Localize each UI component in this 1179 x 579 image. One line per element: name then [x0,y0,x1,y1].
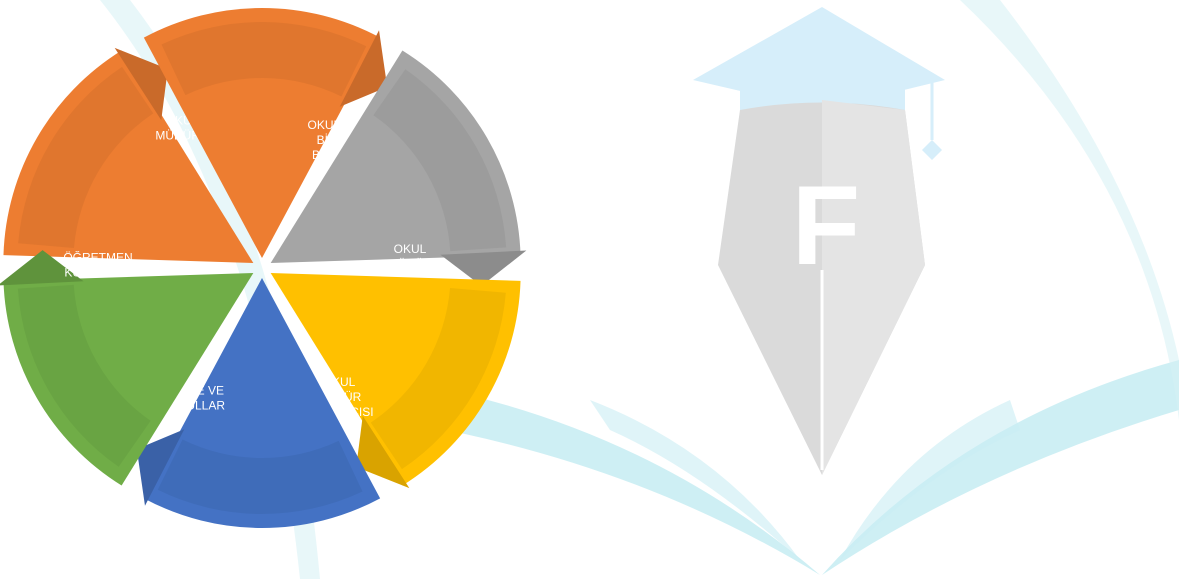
cycle-segment-2: OKUL AİLEBİRLİĞİBAŞKANI [143,7,388,258]
cycle-arrowhead [440,250,527,286]
cycle-segment-arc [373,69,507,252]
cycle-arrowhead [0,250,84,286]
watermark-letter: F [792,163,860,288]
fountain-pen-nib-icon: F [718,100,925,475]
cycle-segment-arc [157,439,363,514]
cycle-segment-arc [17,284,151,467]
cycle-arrowhead [136,429,185,506]
cycle-segment-label-line: MÜDÜR [388,257,433,271]
cycle-segment-label-line: MÜDÜR [317,390,362,404]
cycle-segment-label-line: OKUL AİLE [308,118,369,132]
cycle-segment-label-line: OKUL [323,375,356,389]
cycle-segment-arc [161,22,367,97]
cycle-segment-label-line: KURULLARI [64,266,131,280]
cycle-segment-label-line: ÖĞRETMEN [63,250,132,265]
cycle-segment-label-line: KURULLAR [161,399,225,413]
cycle-arrowhead [339,30,388,107]
cycle-segment-label-line: OKUL [394,242,427,256]
cycle-segment-arc [370,288,506,470]
cycle-segment-arc [18,66,154,248]
cycle-arrowhead [356,415,410,489]
cycle-arrowhead [114,47,168,121]
